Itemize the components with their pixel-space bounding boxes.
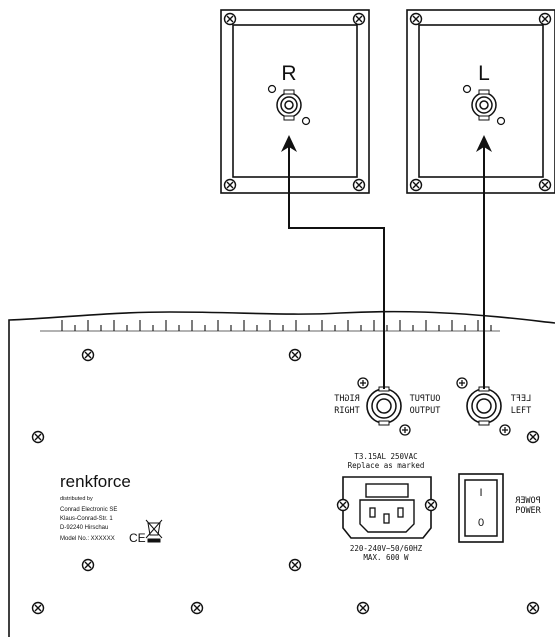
output-label-mirrored: OUTPUT (410, 394, 441, 404)
heat-sink-fins (40, 320, 500, 332)
power-inlet-section: T3.15AL 250VAC Replace as marked 220-240… (336, 452, 438, 562)
switch-off-symbol: 0 (478, 517, 484, 529)
power-label-mirrored: POWER (514, 496, 540, 506)
screw-icon (288, 558, 302, 572)
brand-block: renkforce distributed by Conrad Electron… (60, 472, 163, 545)
left-speaker: L (406, 9, 555, 194)
arrow-up-icon (476, 135, 492, 152)
voltage-rating: 220-240V~50/60HZ (350, 544, 423, 553)
speaker-channel-label: R (281, 62, 296, 85)
screw-icon (409, 178, 423, 192)
switch-on-symbol: I (479, 487, 482, 499)
arrow-up-icon (281, 135, 297, 152)
speaker-cables (288, 138, 485, 389)
power-switch[interactable]: I 0 (458, 473, 504, 543)
screw-icon (538, 178, 552, 192)
speaker-terminal-right[interactable] (267, 84, 311, 126)
speaker-terminal-left[interactable] (462, 84, 506, 126)
screw-icon (499, 424, 511, 436)
right-speaker: R (220, 9, 370, 194)
screw-icon (357, 377, 369, 389)
max-power: MAX. 600 W (363, 553, 409, 562)
right-output-socket[interactable] (357, 377, 411, 436)
company-street: Klaus-Conrad-Str. 1 (60, 516, 113, 522)
output-labels: RIGHT RIGHT OUTPUT OUTPUT LEFT LEFT (334, 394, 531, 416)
fuse-rating: T3.15AL 250VAC (354, 452, 417, 461)
right-label: RIGHT (334, 406, 360, 416)
screw-icon (81, 348, 95, 362)
screw-icon (81, 558, 95, 572)
company-city: D-92240 Hirschau (60, 525, 108, 531)
screw-icon (399, 424, 411, 436)
screw-icon (336, 498, 350, 512)
amplifier-panel (8, 310, 555, 637)
screw-icon (526, 601, 540, 615)
screw-icon (352, 12, 366, 26)
screw-icon (409, 12, 423, 26)
fuse-drawer[interactable] (365, 483, 409, 498)
speaker-channel-label: L (478, 62, 490, 85)
screw-icon (526, 430, 540, 444)
ce-mark: CE (129, 531, 146, 545)
weee-bin-icon (145, 519, 163, 543)
brand-name: renkforce (60, 472, 131, 491)
left-label: LEFT (511, 406, 531, 416)
screw-icon (31, 430, 45, 444)
left-label-mirrored: LEFT (511, 394, 531, 404)
power-label: POWER (515, 506, 541, 516)
screw-icon (223, 12, 237, 26)
screw-icon (31, 601, 45, 615)
right-label-mirrored: RIGHT (334, 394, 360, 404)
company-name: Conrad Electronic SE (60, 507, 117, 513)
screw-icon (356, 601, 370, 615)
screw-icon (538, 12, 552, 26)
power-inlet-socket[interactable] (336, 476, 438, 539)
right-speaker-cable (288, 138, 385, 389)
screw-icon (190, 601, 204, 615)
output-label: OUTPUT (410, 406, 441, 416)
screw-icon (456, 377, 468, 389)
screw-icon (288, 348, 302, 362)
model-number: Model No.: XXXXXX (60, 536, 115, 542)
distributed-by: distributed by (60, 496, 93, 502)
screw-icon (352, 178, 366, 192)
screw-icon (223, 178, 237, 192)
fuse-note: Replace as marked (348, 461, 425, 470)
screw-icon (424, 498, 438, 512)
